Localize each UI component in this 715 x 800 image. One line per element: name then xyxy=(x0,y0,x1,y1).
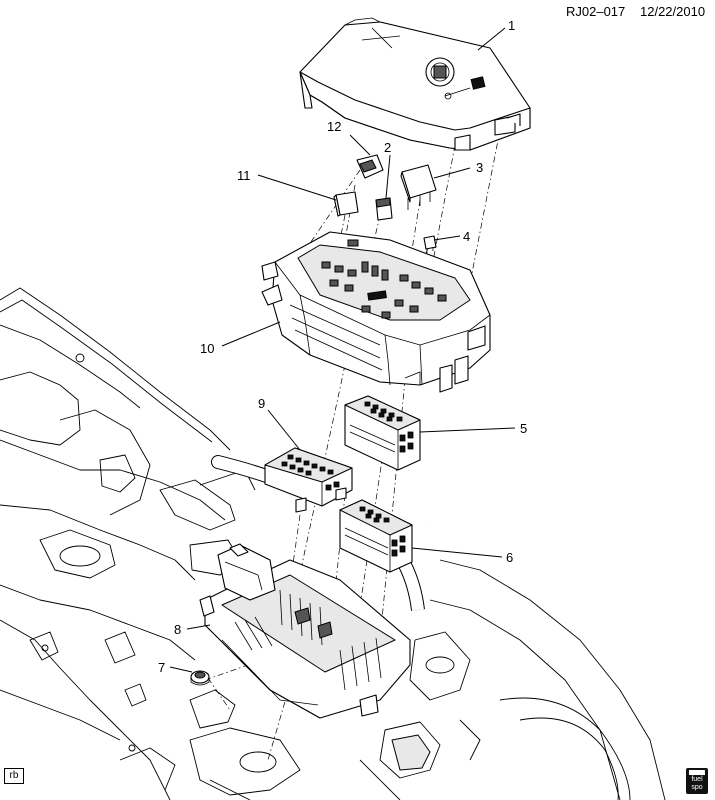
connector-terminals xyxy=(364,401,414,453)
leader-12 xyxy=(349,134,371,156)
leader-5 xyxy=(419,427,516,433)
callout-10: 10 xyxy=(200,341,214,356)
leader-9 xyxy=(267,409,301,451)
leader-7 xyxy=(169,666,193,673)
callout-3: 3 xyxy=(476,160,483,175)
small-fuse xyxy=(423,235,437,253)
fuse-block-cover xyxy=(299,17,531,151)
callout-5: 5 xyxy=(520,421,527,436)
leader-3 xyxy=(433,167,471,179)
leader-4 xyxy=(433,235,461,241)
leader-6 xyxy=(411,547,503,558)
leader-10 xyxy=(221,321,281,347)
callout-7: 7 xyxy=(158,660,165,675)
callout-12: 12 xyxy=(327,119,341,134)
author-initials: rb xyxy=(4,768,24,784)
callout-4: 4 xyxy=(463,229,470,244)
drawing-id: RJ02–017 xyxy=(566,4,625,19)
fuel-pump-logo-icon: fuel spo xyxy=(686,768,708,794)
leader-11 xyxy=(257,174,337,201)
callout-11: 11 xyxy=(237,168,251,183)
leader-2 xyxy=(385,154,391,199)
nut-fastener xyxy=(190,670,210,686)
mini-relay xyxy=(333,191,359,217)
callout-9: 9 xyxy=(258,396,265,411)
electrical-connector-left xyxy=(211,447,353,513)
callout-6: 6 xyxy=(506,550,513,565)
fuse-block-lower-tray xyxy=(199,543,411,719)
callout-2: 2 xyxy=(384,140,391,155)
electrical-connector-lower xyxy=(339,499,425,611)
vehicle-body-structure xyxy=(0,287,301,800)
fuse-block-housing xyxy=(261,231,491,393)
drawing-date: 12/22/2010 xyxy=(640,4,705,19)
callout-1: 1 xyxy=(508,18,515,33)
leader-1 xyxy=(477,27,506,51)
callout-8: 8 xyxy=(174,622,181,637)
connector-terminals xyxy=(281,454,340,491)
fuse-puller xyxy=(356,154,384,179)
mini-fuse xyxy=(375,197,393,221)
electrical-connector-upper xyxy=(344,395,436,523)
connector-terminals xyxy=(359,506,406,557)
relay xyxy=(400,164,437,210)
logo-text: fuel spo xyxy=(691,776,703,791)
fender-wheel-arch xyxy=(359,559,666,800)
fuse-cavities xyxy=(321,239,447,319)
leader-8 xyxy=(186,624,211,630)
